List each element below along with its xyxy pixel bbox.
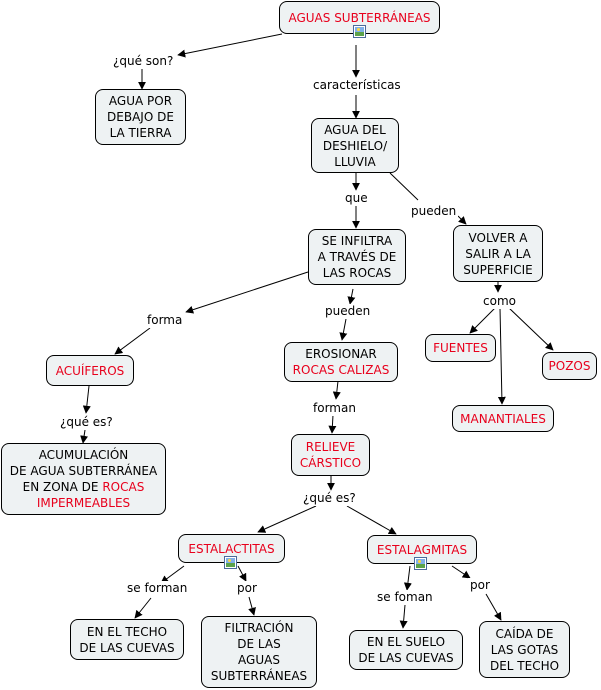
node-text: POZOS bbox=[548, 359, 591, 373]
connector bbox=[134, 597, 152, 619]
image-resource-icon[interactable] bbox=[414, 557, 427, 570]
node-text: LLUVIA bbox=[334, 154, 376, 169]
node-en-el-techo[interactable]: EN EL TECHO DE LAS CUEVAS bbox=[70, 619, 184, 660]
connector bbox=[403, 565, 412, 591]
link-label-que-son: ¿qué son? bbox=[111, 54, 176, 69]
node-text: VOLVER A bbox=[468, 230, 528, 245]
node-text: LAS GOTAS bbox=[490, 642, 559, 657]
connector bbox=[248, 596, 256, 616]
node-acumulacion[interactable]: ACUMULACIÓN DE AGUA SUBTERRÁNEA EN ZONA … bbox=[1, 443, 166, 515]
node-text: LAS ROCAS bbox=[322, 266, 392, 280]
node-text-plain: EN ZONA DE bbox=[22, 480, 103, 494]
connector bbox=[389, 172, 419, 201]
connector bbox=[399, 604, 408, 629]
image-resource-icon[interactable] bbox=[353, 25, 366, 38]
node-text: ESTALAGMITAS bbox=[376, 542, 468, 557]
node-text: EROSIONAR bbox=[305, 347, 377, 361]
node-text-highlight: ROCAS bbox=[102, 480, 145, 494]
node-text: EN ZONA DE ROCAS bbox=[10, 479, 157, 495]
node-text: SALIR A LA bbox=[465, 246, 531, 261]
connector bbox=[160, 565, 185, 584]
connector bbox=[80, 429, 89, 444]
node-text: EN EL TECHO bbox=[86, 624, 168, 639]
node-acuiferos[interactable]: ACUÍFEROS bbox=[46, 355, 134, 386]
connector bbox=[185, 271, 309, 314]
connector bbox=[82, 385, 91, 414]
connector bbox=[451, 565, 471, 579]
node-se-infiltra[interactable]: SE INFILTRA A TRAVÉS DE LAS ROCAS bbox=[308, 229, 406, 285]
node-caida-de-gotas[interactable]: CAÍDA DE LAS GOTAS DEL TECHO bbox=[479, 621, 570, 678]
link-label-pueden: pueden bbox=[409, 204, 459, 219]
link-label-como: como bbox=[481, 294, 518, 309]
connector bbox=[114, 327, 151, 355]
node-text: AGUAS bbox=[238, 653, 280, 667]
node-text: SUPERFICIE bbox=[463, 262, 533, 277]
node-text: CÁRSTICO bbox=[299, 456, 362, 470]
node-text: DE LAS bbox=[237, 637, 281, 651]
node-text: SUBTERRÁNEAS bbox=[210, 669, 308, 683]
node-text: MANANTIALES bbox=[460, 411, 546, 426]
link-label-que-es: ¿qué es? bbox=[301, 491, 358, 506]
node-text: FILTRACIÓN bbox=[224, 621, 294, 635]
link-label-se-foman: se foman bbox=[375, 590, 435, 605]
connector bbox=[346, 505, 397, 535]
connector bbox=[257, 505, 317, 533]
connector bbox=[347, 288, 356, 305]
node-pozos[interactable]: POZOS bbox=[542, 352, 597, 380]
node-manantiales[interactable]: MANANTIALES bbox=[452, 405, 554, 432]
node-text: FUENTES bbox=[433, 341, 488, 355]
node-text: LA TIERRA bbox=[109, 126, 172, 140]
node-text: AGUA POR bbox=[108, 94, 173, 108]
node-fuentes[interactable]: FUENTES bbox=[425, 334, 496, 362]
node-text: DE LAS CUEVAS bbox=[79, 640, 175, 655]
link-label-forma: forma bbox=[145, 313, 185, 328]
connector bbox=[497, 307, 506, 405]
connector bbox=[237, 565, 247, 582]
node-text: CAÍDA DE bbox=[495, 626, 554, 641]
link-label-pueden: pueden bbox=[323, 304, 373, 319]
link-label-que: que bbox=[343, 191, 370, 206]
node-text: ESTALACTITAS bbox=[188, 541, 275, 556]
link-label-por: por bbox=[468, 578, 492, 593]
node-relieve-carstico[interactable]: RELIEVE CÁRSTICO bbox=[291, 434, 370, 476]
node-text: AGUA DEL bbox=[324, 122, 386, 137]
node-agua-del-deshielo[interactable]: AGUA DEL DESHIELO/ LLUVIA bbox=[311, 118, 399, 173]
connector bbox=[469, 306, 497, 334]
node-text: DESHIELO/ bbox=[322, 138, 388, 153]
node-erosionar[interactable]: EROSIONAR ROCAS CALIZAS bbox=[284, 342, 398, 382]
node-text: DEL TECHO bbox=[489, 658, 560, 673]
node-text: RELIEVE bbox=[305, 440, 356, 454]
node-text: EN EL SUELO bbox=[366, 635, 446, 649]
connector bbox=[507, 306, 554, 351]
link-label-por: por bbox=[235, 581, 259, 596]
node-text: DEBAJO DE bbox=[107, 110, 174, 124]
node-agua-por-debajo[interactable]: AGUA POR DEBAJO DE LA TIERRA bbox=[95, 89, 186, 145]
node-text: ROCAS CALIZAS bbox=[292, 363, 390, 377]
node-en-el-suelo[interactable]: EN EL SUELO DE LAS CUEVAS bbox=[349, 630, 463, 670]
connector bbox=[339, 318, 348, 341]
node-filtracion[interactable]: FILTRACIÓN DE LAS AGUAS SUBTERRÁNEAS bbox=[201, 616, 317, 688]
connector bbox=[328, 414, 337, 434]
link-label-que-es: ¿qué es? bbox=[58, 415, 115, 430]
connector bbox=[332, 380, 341, 400]
link-label-caracteristicas: características bbox=[311, 78, 403, 93]
image-resource-icon[interactable] bbox=[224, 556, 237, 569]
node-text: A TRAVÉS DE bbox=[317, 250, 397, 264]
connector bbox=[177, 33, 283, 58]
node-text: DE AGUA SUBTERRÁNEA bbox=[9, 464, 158, 478]
node-text: AGUAS SUBTERRÁNEAS bbox=[288, 10, 431, 25]
link-label-forman: forman bbox=[311, 401, 358, 416]
node-text: SE INFILTRA bbox=[321, 234, 393, 248]
node-text: ACUÍFEROS bbox=[55, 363, 125, 378]
node-text: IMPERMEABLES bbox=[36, 496, 131, 510]
connector bbox=[485, 593, 502, 621]
node-volver-a-salir[interactable]: VOLVER A SALIR A LA SUPERFICIE bbox=[453, 225, 543, 282]
connector bbox=[457, 215, 467, 225]
node-text: ACUMULACIÓN bbox=[38, 448, 129, 462]
node-text: DE LAS CUEVAS bbox=[358, 651, 454, 665]
link-label-se-forman: se forman bbox=[125, 581, 190, 596]
